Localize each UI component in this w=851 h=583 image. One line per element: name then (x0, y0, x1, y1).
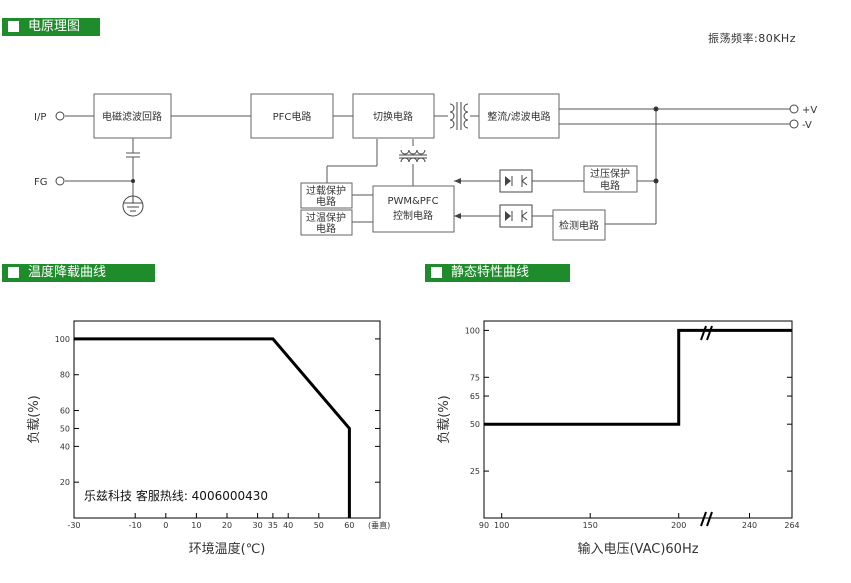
circuit-section-title-text: 电原理图 (28, 19, 81, 34)
y-tick-label: 20 (60, 478, 70, 487)
y-tick-label: 60 (60, 407, 70, 416)
x-unit-note: (垂直) (368, 520, 390, 530)
ground-terminal-label: FG (34, 177, 48, 188)
detect-label: 检测电路 (559, 219, 599, 232)
x-tick-label: 264 (784, 521, 799, 530)
overtemp-protect-block (300, 209, 353, 236)
optocoupler-icon (499, 169, 533, 193)
derating-section-title-text: 温度降载曲线 (28, 265, 107, 280)
positive-output-label: +V (802, 105, 817, 116)
square-icon (431, 267, 442, 278)
emi-filter-block (93, 93, 172, 139)
static-section-title: 静态特性曲线 (425, 264, 570, 282)
transformer-icon (449, 102, 469, 130)
emi-filter-label: 电磁滤波回路 (102, 110, 162, 123)
x-tick-label: 200 (671, 521, 686, 530)
overtemp-label-line1: 过温保护 (306, 211, 346, 224)
axis-break-icon (700, 511, 713, 527)
y-tick-label: 25 (470, 467, 480, 476)
overvoltage-protect-block (583, 165, 638, 193)
chart-frame (483, 320, 793, 519)
x-tick-label: -30 (67, 521, 80, 530)
y-tick-label: 75 (470, 373, 480, 382)
optocoupler-icon (499, 204, 533, 228)
circuit-section-title: 电原理图 (2, 18, 100, 36)
x-tick-label: 0 (163, 521, 168, 530)
x-tick-label: 35 (268, 521, 278, 530)
y-tick-label: 65 (470, 392, 480, 401)
x-tick-label: -10 (129, 521, 142, 530)
overvoltage-label-line2: 电路 (600, 179, 620, 192)
ground-icon (122, 195, 144, 217)
y-tick-label: 100 (55, 335, 70, 344)
pwm-label-line2: 控制电路 (393, 209, 433, 222)
oscillation-frequency-label: 振荡频率:80KHz (708, 32, 796, 45)
axis-break-icon (700, 325, 713, 341)
switch-block (352, 93, 435, 139)
x-tick-label: 240 (742, 521, 757, 530)
y-axis-label: 负载(%) (27, 395, 42, 444)
x-axis-label: 环境温度(℃) (189, 541, 266, 557)
x-tick-label: 20 (222, 521, 232, 530)
y-axis-label: 负载(%) (437, 395, 452, 444)
x-tick-label: 100 (494, 521, 509, 530)
x-tick-label: 150 (583, 521, 598, 530)
load-curve (74, 337, 351, 518)
y-tick-label: 50 (60, 424, 70, 433)
transformer-icon (399, 149, 427, 163)
detect-block (552, 209, 606, 241)
pfc-block (250, 93, 334, 139)
x-tick-label: 60 (344, 521, 354, 530)
watermark-text: 乐兹科技 客服热线: 4006000430 (84, 487, 269, 504)
square-icon (8, 21, 19, 32)
x-tick-label: 50 (314, 521, 324, 530)
overload-label-line2: 电路 (316, 195, 336, 208)
overtemp-label-line2: 电路 (316, 222, 336, 235)
derating-section-title: 温度降载曲线 (2, 264, 155, 282)
x-tick-label: 10 (191, 521, 201, 530)
y-tick-label: 50 (470, 420, 480, 429)
y-tick-label: 80 (60, 371, 70, 380)
overload-label-line1: 过载保护 (306, 184, 346, 197)
pwm-label-line1: PWM&PFC (387, 196, 438, 207)
pfc-label: PFC电路 (273, 110, 312, 123)
negative-output-label: -V (802, 120, 812, 131)
x-axis-label: 输入电压(VAC)60Hz (577, 541, 698, 557)
y-tick-label: 40 (60, 442, 70, 451)
rectify-filter-label: 整流/滤波电路 (487, 110, 550, 123)
square-icon (8, 267, 19, 278)
load-curve (484, 328, 792, 426)
x-tick-label: 40 (283, 521, 293, 530)
static-section-title-text: 静态特性曲线 (451, 265, 530, 280)
switch-label: 切换电路 (373, 110, 413, 123)
pwm-control-block (372, 185, 455, 233)
y-tick-label: 100 (465, 326, 480, 335)
overload-protect-block (300, 182, 353, 209)
x-tick-label: 30 (253, 521, 263, 530)
overvoltage-label-line1: 过压保护 (590, 167, 630, 180)
input-terminal-label: I/P (34, 112, 46, 123)
rectify-filter-block (478, 93, 560, 139)
x-tick-label: 90 (479, 521, 489, 530)
